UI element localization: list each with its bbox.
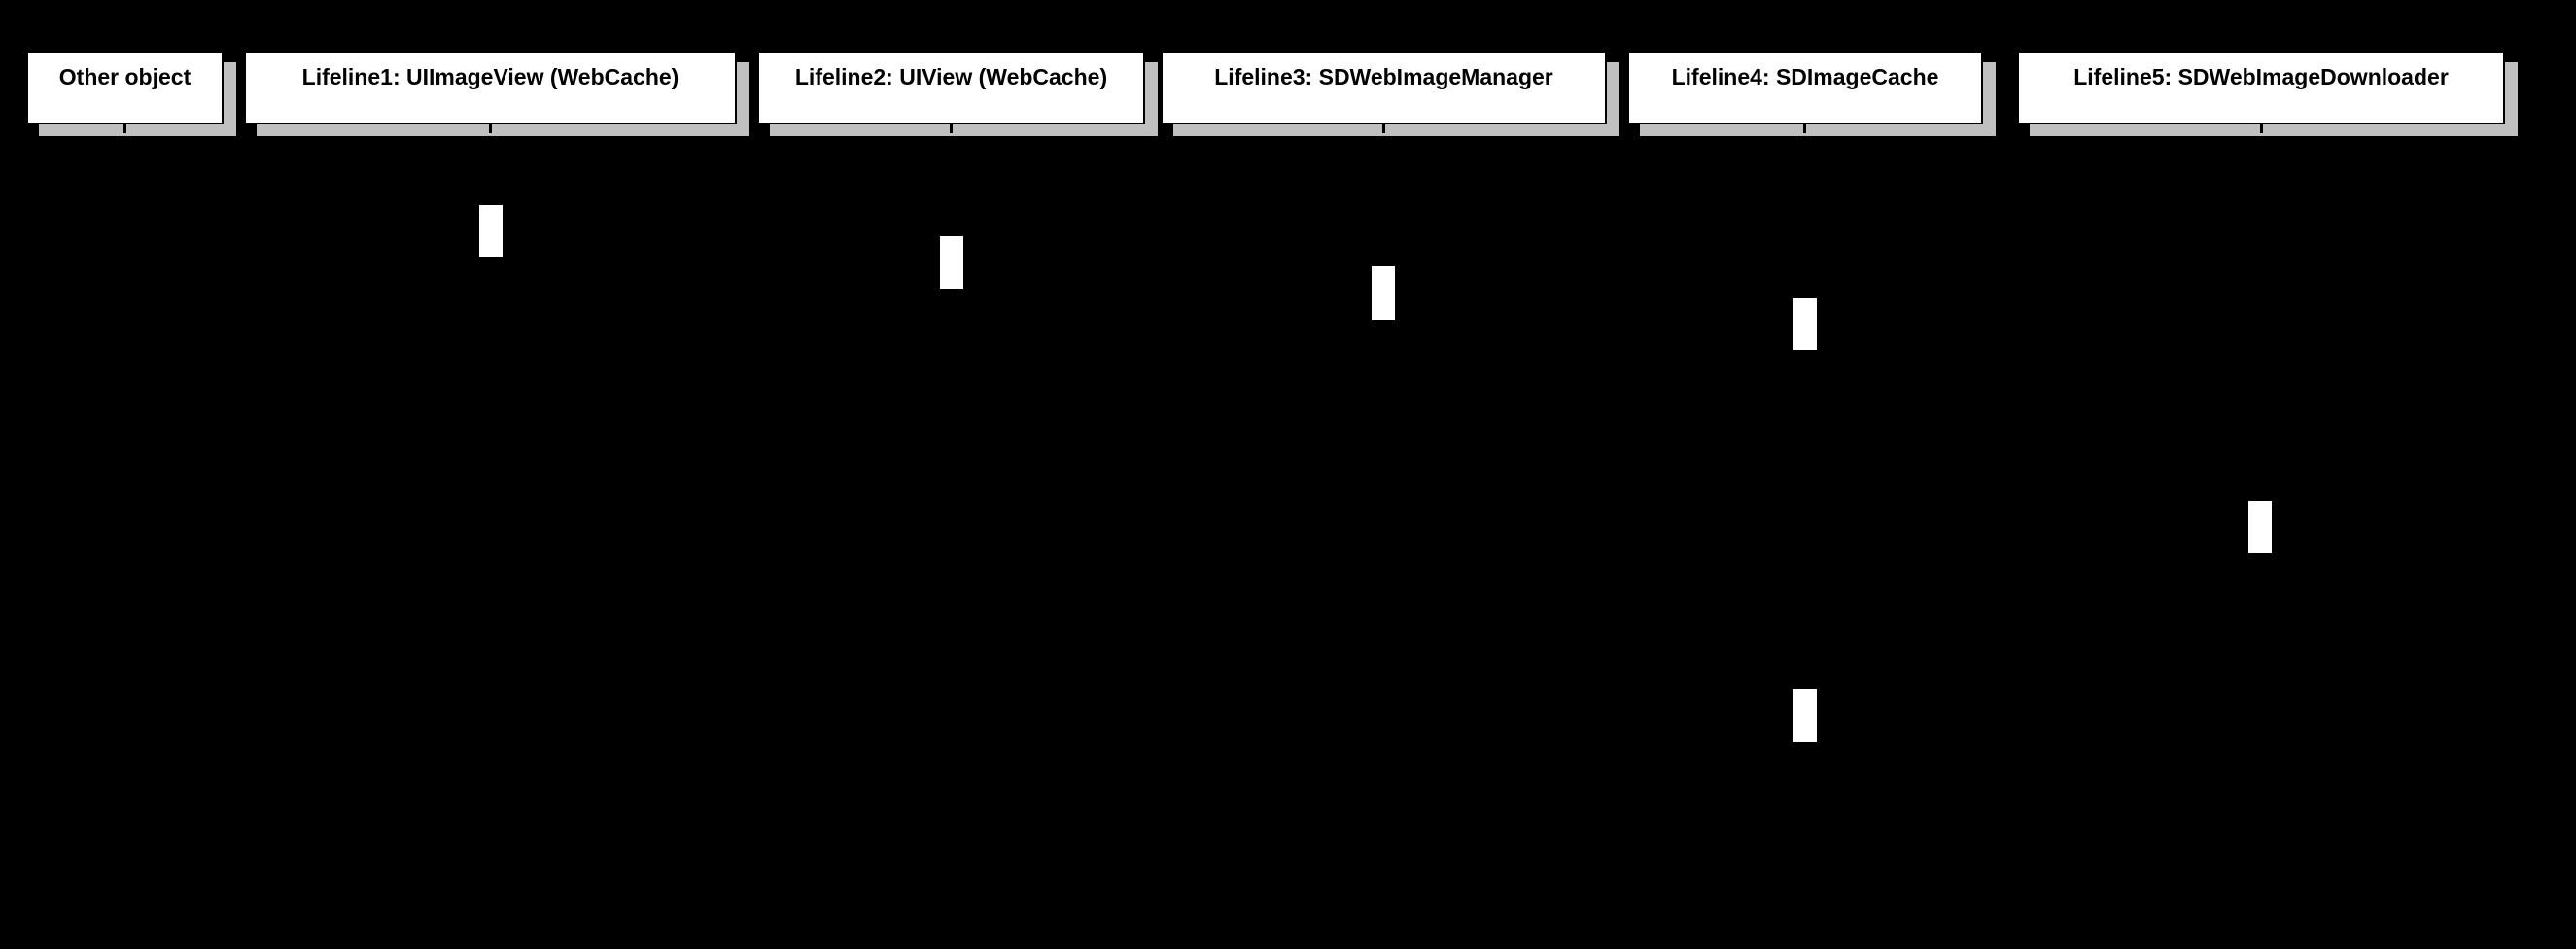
lifeline-head-uiimageview-webcache: Lifeline1: UIImageView (WebCache) bbox=[244, 51, 737, 124]
activation-bar bbox=[1793, 298, 1817, 350]
lifeline-line-tick bbox=[123, 124, 126, 133]
activation-bar bbox=[940, 236, 963, 289]
activation-bar bbox=[1793, 689, 1817, 742]
lifeline-head-sdimagecache: Lifeline4: SDImageCache bbox=[1627, 51, 1983, 124]
activation-bar bbox=[1372, 266, 1395, 320]
lifeline-label: Lifeline2: UIView (WebCache) bbox=[794, 64, 1108, 89]
lifeline-line-tick bbox=[950, 124, 953, 133]
lifeline-label: Lifeline4: SDImageCache bbox=[1671, 64, 1939, 89]
lifeline-head-sdwebimagemanager: Lifeline3: SDWebImageManager bbox=[1161, 51, 1607, 124]
lifeline-label: Other object bbox=[58, 64, 191, 89]
lifeline-head-other-object: Other object bbox=[26, 51, 224, 124]
lifeline-line-tick bbox=[1382, 124, 1385, 133]
lifeline-head-sdwebimagedownloader: Lifeline5: SDWebImageDownloader bbox=[2017, 51, 2505, 124]
activation-bar bbox=[479, 205, 503, 257]
activation-bar bbox=[2248, 501, 2272, 553]
lifeline-label: Lifeline5: SDWebImageDownloader bbox=[2073, 64, 2449, 89]
lifeline-label: Lifeline1: UIImageView (WebCache) bbox=[301, 64, 679, 89]
lifeline-label: Lifeline3: SDWebImageManager bbox=[1214, 64, 1553, 89]
lifeline-head-uiview-webcache: Lifeline2: UIView (WebCache) bbox=[757, 51, 1145, 124]
lifeline-line-tick bbox=[1803, 124, 1806, 133]
lifeline-line-tick bbox=[2260, 124, 2263, 133]
lifeline-line-tick bbox=[489, 124, 492, 133]
